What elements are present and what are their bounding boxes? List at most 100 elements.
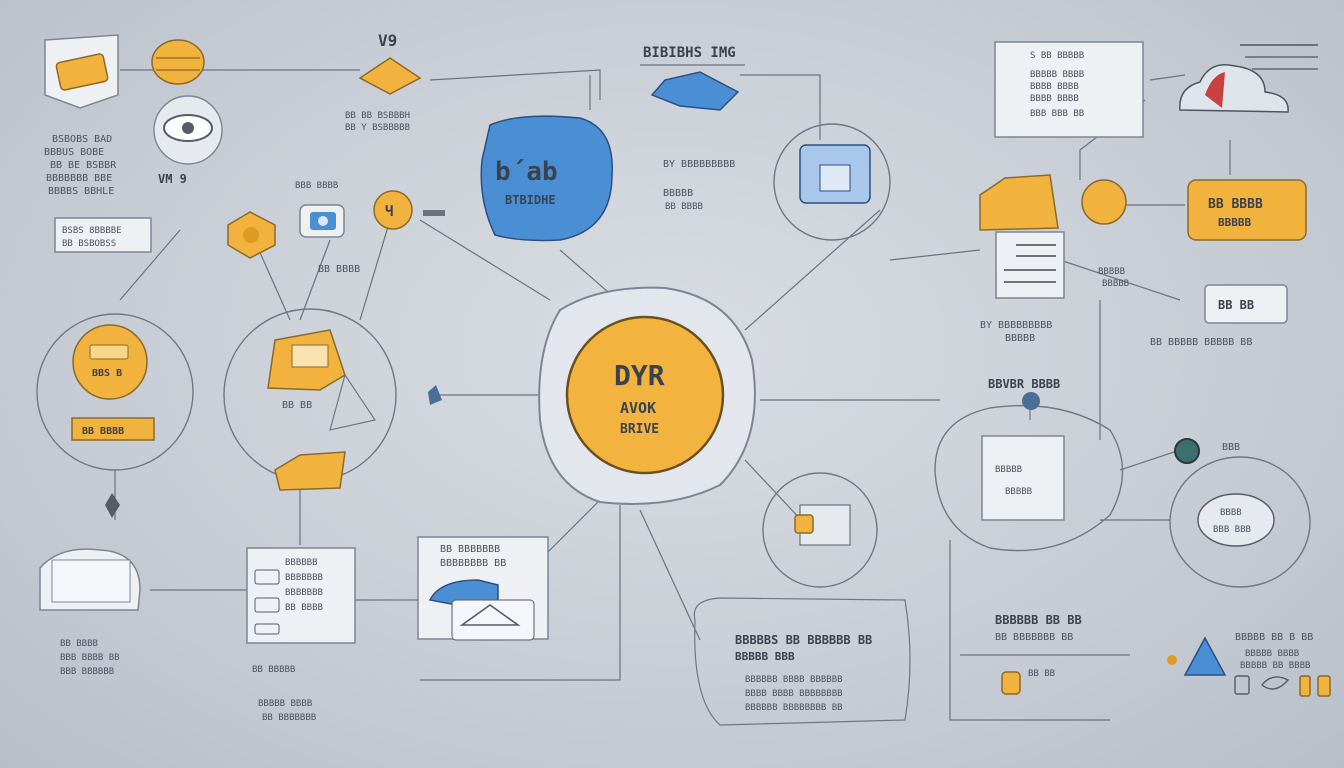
bottom-card-center: BBBBBS BB BBBBBB BB BBBBB BBB BBBBBB BBB…	[693, 597, 911, 726]
info-panel[interactable]	[994, 41, 1144, 138]
top-right-panel: S BB BBBBB BBBBB BBBB BBBB BBBB BBBB BBB…	[994, 41, 1144, 138]
right-lower-cluster: BBVBR BBBB BBBBB BBBBB BBB BBBB BBB BBB	[934, 377, 1311, 588]
bottom-card-left: BB BBBB BBB BBBB BB BBB BBBBBB	[39, 548, 141, 677]
folder-icon[interactable]	[979, 174, 1059, 231]
mini-label: BB BB	[282, 400, 312, 411]
left-note-line: BBBBBBB BBE	[46, 173, 112, 184]
left-note-card-line: BB BSBOBSS	[62, 239, 116, 249]
cluster-outline	[934, 404, 1124, 552]
form-line: BBBBBBB	[285, 573, 323, 583]
oval-text: BBB BBB	[1213, 525, 1251, 535]
camera-icon[interactable]	[299, 204, 345, 238]
diamond-small-icon	[105, 493, 120, 518]
cheese-wedge-icon	[151, 39, 205, 85]
hub-line1: DYR	[614, 359, 665, 392]
left-note-card: BSBS 8BBBBE BB BSBOBSS	[54, 217, 152, 253]
card-outline	[693, 597, 911, 726]
bottom-card-form: BBBBBB BBBBBBB BBBBBBB BB BBBB BB BBBBB …	[246, 547, 356, 723]
diamond-marker-icon	[358, 57, 422, 95]
panel-line: S BB BBBBB	[1030, 51, 1084, 61]
left-note-line: BSBOBS BAD	[52, 134, 112, 145]
central-hub[interactable]: DYR AVOK BRIVE	[538, 286, 756, 505]
cloud-icon[interactable]	[1179, 64, 1289, 113]
bottom-left-line: BBB BBBB BB	[60, 653, 120, 663]
cloud-shape-icon	[650, 71, 740, 111]
panel-line: BBBB BBBB	[1030, 94, 1079, 104]
hub-line3: BRIVE	[620, 422, 659, 437]
center-card-sub: BBBBB BBB	[735, 650, 795, 663]
bubble-note: BB BBBB	[665, 202, 703, 212]
gold-badge-line: BB BBBB	[1208, 197, 1263, 212]
far-right-line: BBBBB BB BBBB	[1240, 661, 1310, 671]
panel-line: BBBB BBBB	[1030, 82, 1079, 92]
left-note-line: BB BE BSBBR	[50, 160, 117, 171]
pin-marker-icon	[428, 385, 442, 405]
shield-badge[interactable]	[44, 34, 119, 109]
pin-icon	[1022, 392, 1040, 410]
badge-coin-icon[interactable]	[1081, 179, 1127, 225]
form-note: BB BBBBB	[252, 665, 295, 675]
panel-line: BBBBB BBBB	[1030, 70, 1084, 80]
bottom-left-line: BB BBBB	[60, 639, 98, 649]
bubble-title: b´ab	[495, 157, 558, 187]
coin-icon-left[interactable]	[227, 211, 276, 259]
svg-text:Ч: Ч	[385, 204, 393, 220]
report-line: BBBBB	[995, 465, 1022, 475]
gold-badge-card[interactable]: BB BBBB BBBBB	[1187, 179, 1307, 241]
right-card-title: BBBBBB BB BB	[995, 613, 1082, 627]
right-card-sub: BB BBBBBBB BB	[995, 632, 1073, 643]
v-label: V9	[378, 31, 397, 50]
panel-line: BBB BBB BB	[1030, 109, 1084, 119]
mid-text: BY BBBBBBBBB	[980, 320, 1052, 331]
triangle-icon[interactable]	[1183, 636, 1227, 676]
small-chip[interactable]: BB BB	[1204, 284, 1288, 324]
gold-bar[interactable]	[71, 417, 155, 441]
bottom-lock-node	[762, 472, 878, 588]
bubble-subtitle: BTBIDHE	[505, 193, 556, 207]
doc-label: BBBBB	[1098, 267, 1125, 277]
monitor-node	[773, 123, 891, 241]
circle-label: BBS B	[92, 368, 122, 379]
gold-badge-line: BBBBB	[1218, 216, 1251, 229]
circle-outline	[1169, 456, 1311, 588]
bottom-left-line: BBB BBBBBB	[60, 667, 114, 677]
eye-icon[interactable]	[153, 95, 223, 165]
far-right-text: BB BBBBB BBBBB BB	[1150, 337, 1252, 348]
left-mid-icons: BB BBBB Ч	[227, 190, 445, 275]
bubble-note: BY BBBBBBBBB	[663, 159, 735, 170]
tag-icon	[1001, 671, 1021, 695]
document-icon[interactable]	[995, 231, 1065, 299]
oval-node[interactable]	[1197, 493, 1275, 547]
right-card-small: BB BB	[1028, 669, 1055, 679]
center-card-line: BBBBBB BBBB BBBBBB	[745, 675, 843, 685]
bubble-note: BBBBB	[663, 188, 693, 199]
small-right-label: BBB	[1222, 442, 1240, 453]
gold-badge-icon[interactable]	[72, 324, 148, 400]
v-note-line: BB Y BSBBBBB	[345, 123, 410, 133]
right-folder-node: BBBBB BBBBB BY BBBBBBBBB BBBBB	[979, 174, 1129, 344]
chat-card-line: BBBBBBBB BB	[440, 558, 506, 569]
center-card-title: BBBBBS BB BBBBBB BB	[735, 633, 872, 647]
left-notes-block: BSBOBS BAD BBBUS BOBE BB BE BSBBR BBBBBB…	[44, 134, 187, 197]
target-icon[interactable]	[1174, 438, 1200, 464]
doc-label: BBBBB	[1102, 279, 1129, 289]
left-note-line: BBBUS BOBE	[44, 147, 104, 158]
form-line: BBBBBB	[285, 558, 318, 568]
speech-bubble[interactable]	[480, 115, 613, 242]
report-line: BBBBB	[1005, 487, 1032, 497]
top-left-cluster: BSBOBS BAD BBBUS BOBE BB BE BSBBR BBBBBB…	[44, 34, 223, 253]
top-marker-cluster: V9 BB BB BSBBBH BB Y BSBBBBB BBB BBBB	[295, 31, 422, 191]
glyph-icon	[1317, 675, 1331, 697]
bottom-card-far-right: BBBBB BB B BB BBBBB BBBB BBBBB BB BBBB	[1167, 632, 1331, 697]
chip-label: BB BB	[1218, 298, 1254, 312]
left-note-card-line: BSBS 8BBBBE	[62, 226, 122, 236]
center-card-line: BBBB BBBB BBBBBBBB	[745, 689, 843, 699]
left-code-label: VM 9	[158, 172, 187, 186]
coin-icon-right[interactable]: Ч	[373, 190, 413, 230]
report-card[interactable]	[981, 435, 1065, 521]
form-card[interactable]	[246, 547, 356, 644]
left-circle-b: BB BB	[223, 308, 442, 491]
cluster-title: BBVBR BBBB	[988, 377, 1060, 391]
center-top-label: BIBIBHS IMG	[643, 45, 736, 61]
